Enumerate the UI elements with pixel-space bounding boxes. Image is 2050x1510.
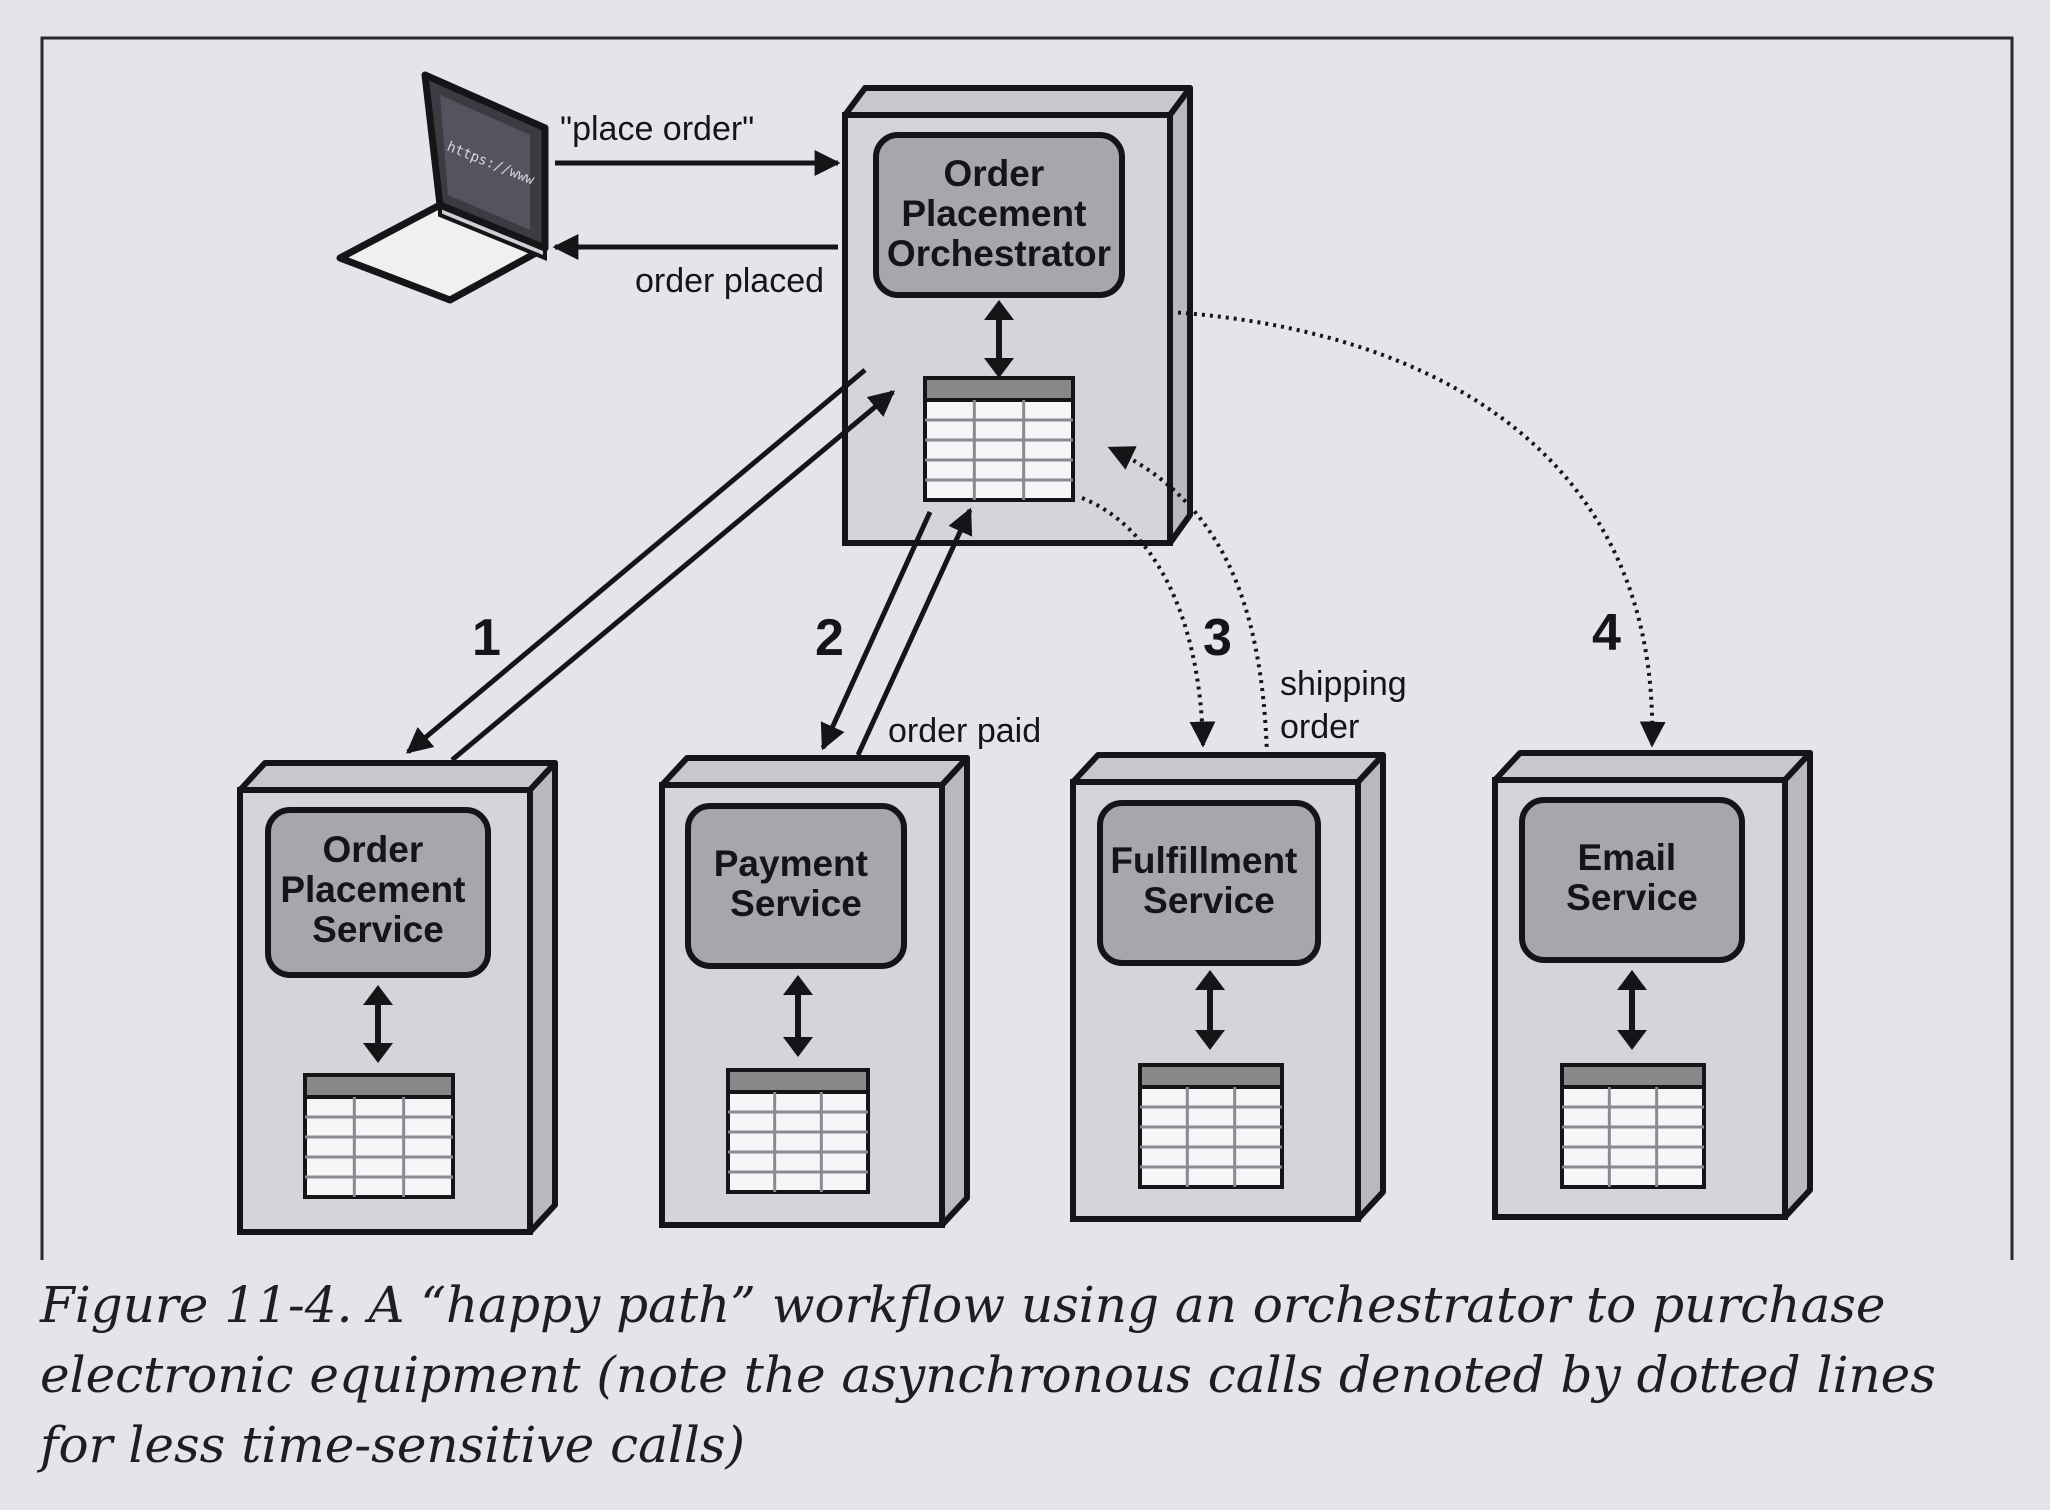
order-paid-label: order paid <box>888 712 1041 750</box>
order-placement-service-server: Order Placement Service <box>237 760 558 1235</box>
step-1-number: 1 <box>472 609 501 667</box>
step-3-request-arrow <box>1081 496 1216 748</box>
figure-caption: Figure 11-4. A “happy path” workflow usi… <box>40 1270 1940 1480</box>
database-icon <box>923 376 1075 502</box>
figure-frame <box>40 36 2014 1260</box>
email-service-label-box <box>1519 797 1745 963</box>
place-order-label: "place order" <box>560 110 754 148</box>
order-placement-service-label-box <box>265 807 491 978</box>
step-2-response-arrow <box>855 507 973 757</box>
step-4-request-arrow <box>1169 310 1666 748</box>
payment-service-label: Payment Service <box>714 843 879 924</box>
figure-label: Figure 11-4. <box>40 1276 353 1334</box>
step-2-request-arrow <box>820 510 933 751</box>
database-icon <box>726 1068 870 1194</box>
step-4-number: 4 <box>1592 604 1621 662</box>
step-2-number: 2 <box>815 609 844 667</box>
orchestrator-server: Order Placement Orchestrator <box>842 85 1193 546</box>
fulfillment-service-server: Fulfillment Service <box>1070 752 1386 1222</box>
fulfillment-service-label-box <box>1097 800 1321 966</box>
orchestrator-label: Order Placement Orchestrator <box>887 153 1111 274</box>
payment-service-label-box <box>685 803 907 969</box>
database-icon <box>303 1073 455 1199</box>
step-1-request-arrow <box>406 368 867 754</box>
step-1-response-arrow <box>450 390 895 762</box>
orchestrator-label-box <box>873 132 1125 298</box>
shipping-order-label: shipping order <box>1280 665 1416 746</box>
fulfillment-service-label: Fulfillment Service <box>1110 840 1307 921</box>
architecture-diagram: https://www "place order" order placed O… <box>40 36 2014 1260</box>
email-service-server: Email Service <box>1492 750 1813 1220</box>
database-icon <box>1138 1063 1284 1189</box>
laptop-icon: https://www <box>336 71 549 304</box>
order-placed-label: order placed <box>635 262 824 300</box>
step-3-number: 3 <box>1203 609 1232 667</box>
caption-text: A “happy path” workflow using an orchest… <box>40 1276 1936 1474</box>
payment-service-server: Payment Service <box>659 755 970 1228</box>
email-service-label: Email Service <box>1566 837 1698 918</box>
database-icon <box>1560 1063 1706 1189</box>
order-placement-service-label: Order Placement Service <box>280 829 475 950</box>
